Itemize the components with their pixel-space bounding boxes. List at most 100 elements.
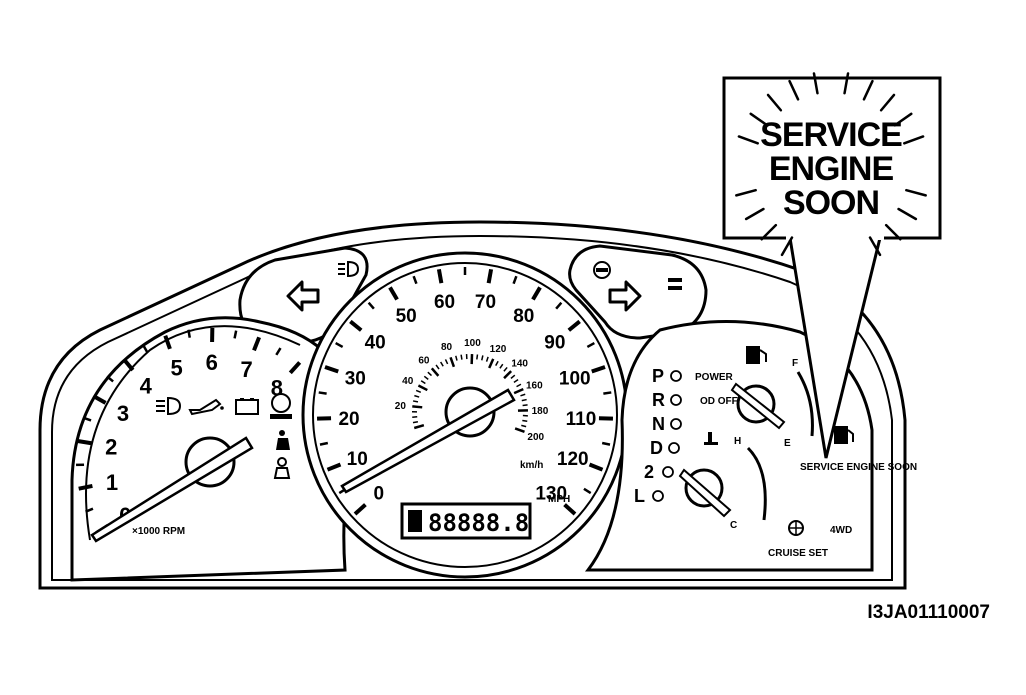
- gear-indicator-lamp: [670, 370, 682, 382]
- mph-number: 50: [396, 306, 417, 327]
- glow-ray: [862, 79, 874, 101]
- speedo-needle: [340, 388, 516, 494]
- four-wd-label: 4WD: [830, 525, 852, 536]
- gear-letter: P: [652, 366, 664, 386]
- kmh-tick: [516, 383, 522, 388]
- mph-tick: [367, 301, 375, 310]
- kmh-number: 80: [441, 342, 453, 353]
- temp-hot-label: H: [734, 436, 741, 447]
- mph-number: 20: [338, 409, 359, 430]
- kmh-unit-label: km/h: [520, 460, 543, 471]
- tach-number: 4: [140, 373, 153, 398]
- mph-number: 80: [513, 306, 534, 327]
- kmh-tick: [435, 364, 440, 370]
- tach-number: 2: [105, 434, 117, 459]
- mph-tick: [586, 341, 595, 349]
- oil-pressure-icon: [188, 398, 224, 416]
- mph-tick: [601, 441, 611, 446]
- tach-number: 7: [241, 357, 253, 382]
- tach-needle: [90, 436, 254, 543]
- gear-indicator-lamp: [670, 394, 682, 406]
- tach-tick: [83, 416, 92, 422]
- mph-number: 90: [544, 333, 565, 354]
- mph-number: 0: [374, 484, 385, 505]
- mph-tick: [583, 487, 592, 495]
- kmh-tick: [513, 388, 524, 395]
- kmh-tick: [430, 367, 440, 377]
- service-engine-soon-callout: SERVICE ENGINE SOON: [722, 72, 942, 459]
- kmh-number: 200: [527, 432, 544, 443]
- mph-tick: [349, 319, 363, 332]
- kmh-number: 180: [532, 406, 549, 417]
- gear-letter: 2: [644, 462, 654, 482]
- kmh-tick: [499, 363, 504, 369]
- passenger-airbag-icon: [273, 457, 291, 479]
- kmh-tick: [413, 424, 425, 430]
- tach-tick: [233, 330, 238, 339]
- kmh-tick: [510, 374, 516, 379]
- kmh-tick: [414, 394, 420, 398]
- tach-tick: [92, 394, 107, 405]
- speedo-bezel-inner: [312, 262, 618, 568]
- kmh-tick: [423, 375, 429, 380]
- callout-line-2: ENGINE: [769, 150, 894, 188]
- kmh-tick: [460, 354, 463, 360]
- mph-number: 60: [434, 292, 455, 313]
- tach-tick: [77, 439, 92, 446]
- temp-needle: [678, 468, 732, 518]
- mph-tick: [588, 462, 604, 472]
- mph-tick: [335, 341, 344, 349]
- kmh-tick: [488, 358, 495, 369]
- mph-number: 70: [475, 292, 496, 313]
- brake-warning-icon: [593, 261, 611, 279]
- kmh-number: 160: [526, 380, 543, 391]
- callout-pointer: [788, 237, 882, 459]
- gear-letter: N: [652, 414, 665, 434]
- temp-gauge-arc: [746, 446, 767, 521]
- tach-tick: [275, 347, 282, 356]
- fuel-full-label: F: [792, 358, 798, 369]
- callout-line-1: SERVICE: [760, 116, 902, 154]
- tach-number: 5: [170, 356, 182, 381]
- mph-tick: [326, 462, 342, 472]
- kmh-tick: [412, 405, 423, 409]
- kmh-tick: [513, 378, 519, 383]
- mph-number: 30: [345, 368, 366, 389]
- mph-unit-label: MPH: [548, 494, 570, 505]
- mph-tick: [555, 301, 563, 310]
- gear-indicator-lamp: [662, 466, 674, 478]
- mph-tick: [388, 286, 399, 301]
- mph-tick: [324, 365, 339, 374]
- service-engine-small-label: SERVICE ENGINE SOON: [800, 462, 917, 473]
- tach-unit-label: ×1000 RPM: [132, 526, 185, 537]
- od-off-text: OD OFF: [700, 396, 738, 407]
- tach-number: 6: [206, 350, 218, 375]
- fuel-empty-label: E: [784, 438, 791, 449]
- fuel-pump-icon: [746, 346, 767, 364]
- kmh-tick: [427, 371, 433, 377]
- odometer-window: [400, 502, 532, 540]
- kmh-tick: [412, 400, 419, 403]
- power-indicator-label: POWER: [695, 372, 734, 383]
- mph-tick: [531, 286, 542, 301]
- glow-ray: [766, 93, 783, 112]
- gear-letter: L: [634, 486, 645, 506]
- figure-caption: I3JA01110007: [867, 602, 990, 623]
- glow-ray: [879, 93, 896, 112]
- tach-tick: [85, 507, 94, 513]
- callout-line-3: SOON: [783, 184, 879, 222]
- glow-ray: [735, 188, 757, 197]
- glow-ray: [893, 112, 913, 127]
- headlight-icon: [338, 260, 360, 278]
- glow-ray: [737, 135, 759, 145]
- glow-ray: [843, 72, 850, 95]
- tach-tick: [142, 345, 149, 354]
- high-beam-icon: [156, 396, 182, 416]
- gear-indicator-lamp: [670, 418, 682, 430]
- callout-glow-rays: [735, 72, 927, 257]
- kmh-tick: [522, 404, 528, 407]
- gear-letter: R: [652, 390, 665, 410]
